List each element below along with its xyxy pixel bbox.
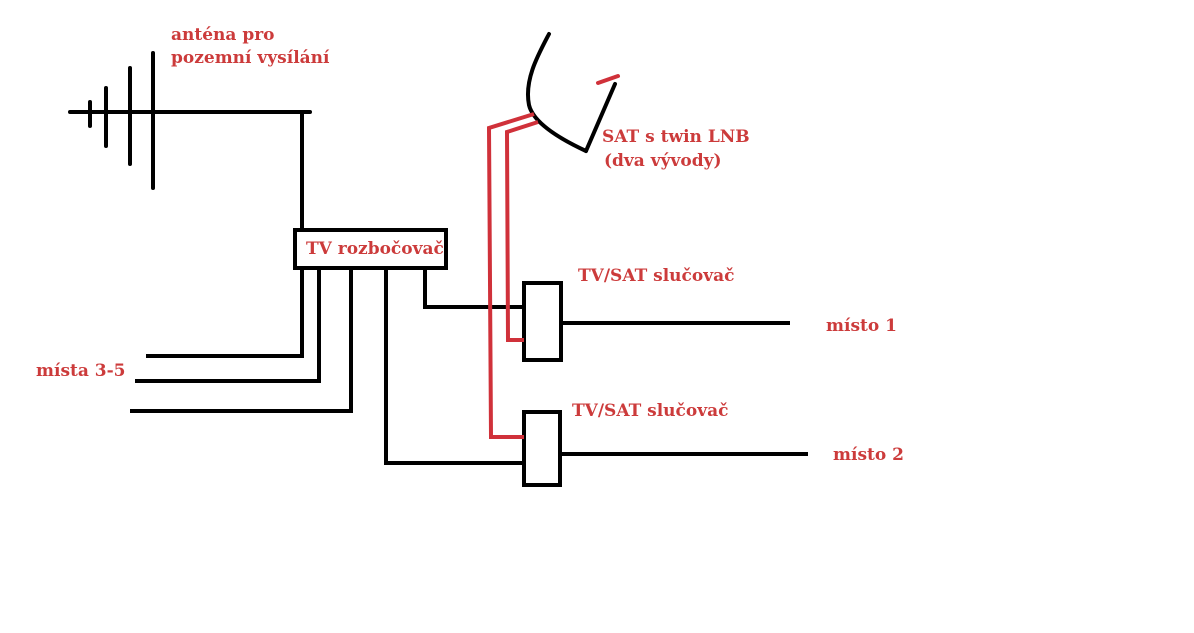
sat-cables <box>486 112 539 439</box>
satellite-dish-icon <box>526 32 617 153</box>
tv-splitter-box <box>293 228 448 270</box>
antenna-label-line-2: pozemní vysílání <box>171 48 330 68</box>
place-2-label: místo 2 <box>833 445 904 465</box>
sat-label-line-2: (dva vývody) <box>604 151 722 171</box>
terrestrial-antenna-icon <box>68 51 312 190</box>
antenna-label-line-1: anténa pro <box>171 25 275 45</box>
place-1-label: místo 1 <box>826 316 897 336</box>
combiner-2-label: TV/SAT slučovač <box>572 401 729 421</box>
cable-splitter-to-combiner-2 <box>384 268 524 465</box>
cables-places-3-5 <box>130 268 353 413</box>
places-3-5-label: místa 3-5 <box>36 361 126 381</box>
sat-label-line-1: SAT s twin LNB <box>602 127 750 147</box>
combiner-1-box <box>522 281 563 362</box>
combiner-2-box <box>522 410 562 487</box>
lnb-arm-icon <box>596 74 620 85</box>
splitter-label: TV rozbočovač <box>306 239 444 259</box>
combiner-1-label: TV/SAT slučovač <box>578 266 735 286</box>
